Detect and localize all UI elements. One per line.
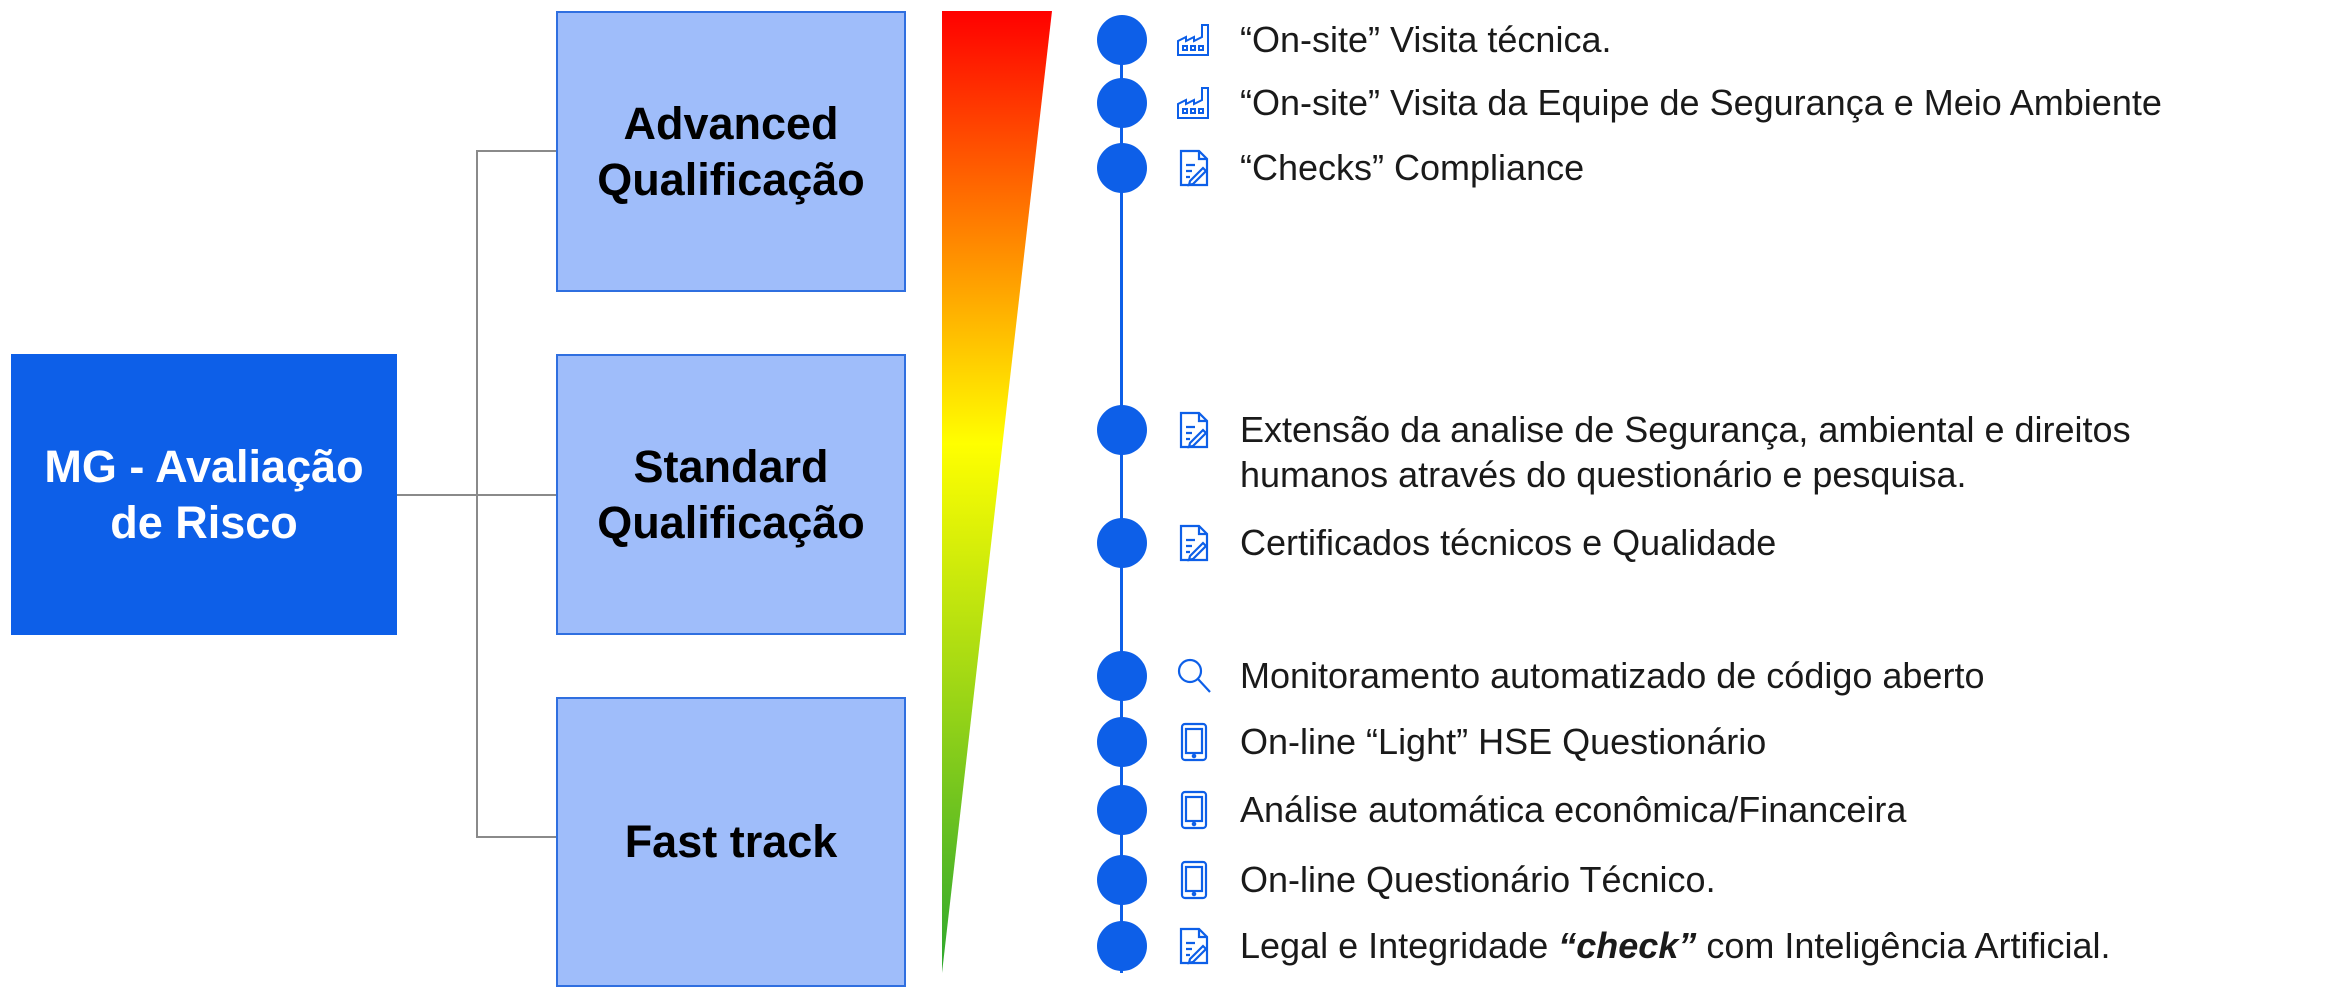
connector-to-standard [476,494,556,496]
timeline-item-text: Monitoramento automatizado de código abe… [1240,655,1985,696]
level-box-standard: Standard Qualificação [556,354,906,635]
timeline-item-text: Legal e Integridade “check” com Inteligê… [1240,925,2111,966]
tablet-icon [1175,859,1213,901]
connector-root-horizontal [397,494,477,496]
factory-icon [1175,19,1213,61]
tablet-icon [1175,721,1213,763]
level-box-advanced: Advanced Qualificação [556,11,906,292]
timeline-dot [1097,405,1147,455]
connector-to-fast-track [476,836,556,838]
timeline-dot [1097,15,1147,65]
level-box-fast-track: Fast track [556,697,906,987]
connector-to-advanced [476,150,556,152]
level-advanced-line1: Advanced [623,97,839,149]
timeline-dot [1097,518,1147,568]
timeline-dot [1097,785,1147,835]
timeline-item-text: Análise automática econômica/Financeira [1240,789,1907,830]
timeline-line [1120,35,1123,973]
risk-wedge-shape [942,11,1052,973]
timeline-item-text: On-line Questionário Técnico. [1240,859,1716,900]
edit-document-icon [1175,147,1213,189]
level-standard-line1: Standard [633,440,829,492]
timeline-item-text: On-line “Light” HSE Questionário [1240,721,1767,762]
timeline-dot [1097,921,1147,971]
level-standard-line2: Qualificação [597,496,865,548]
factory-icon [1175,82,1213,124]
magnifier-icon [1175,655,1213,697]
timeline-dot [1097,855,1147,905]
timeline-dot [1097,651,1147,701]
tablet-icon [1175,789,1213,831]
root-label-line1: MG - Avaliação [44,440,364,492]
edit-document-icon [1175,925,1213,967]
timeline-dot [1097,717,1147,767]
root-box-risk-assessment: MG - Avaliação de Risco [11,354,397,635]
edit-document-icon [1175,522,1213,564]
timeline-item-text: Certificados técnicos e Qualidade [1240,522,1777,563]
timeline-dot [1097,78,1147,128]
root-label-line2: de Risco [110,496,298,548]
level-fast-track-line1: Fast track [624,816,838,867]
edit-document-icon [1175,409,1213,451]
timeline-item-text: “Checks” Compliance [1240,147,1585,188]
timeline-item-text: “On-site” Visita técnica. [1240,19,1612,60]
timeline-dot [1097,143,1147,193]
timeline-item-text: “On-site” Visita da Equipe de Segurança … [1240,82,2162,123]
timeline-item-text: Extensão da analise de Segurança, ambien… [1240,409,2131,495]
level-advanced-line2: Qualificação [597,153,865,205]
